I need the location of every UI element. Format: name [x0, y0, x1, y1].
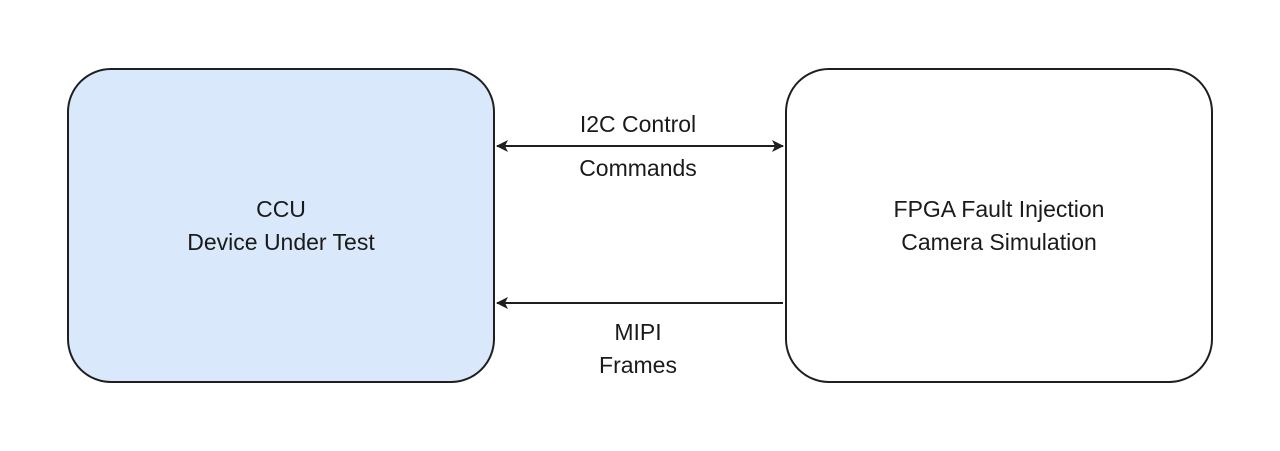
ccu-node: CCU Device Under Test [67, 68, 495, 383]
mipi-label-line1: MIPI [614, 319, 662, 345]
fpga-subtitle: Camera Simulation [901, 228, 1097, 255]
i2c-label-line1: I2C Control [579, 111, 697, 137]
i2c-label-line2: Commands [579, 155, 697, 181]
mipi-label-line2: Frames [599, 352, 677, 378]
ccu-title: CCU [256, 195, 306, 222]
ccu-subtitle: Device Under Test [187, 228, 375, 255]
fpga-title: FPGA Fault Injection [893, 195, 1105, 222]
fpga-node: FPGA Fault Injection Camera Simulation [785, 68, 1213, 383]
